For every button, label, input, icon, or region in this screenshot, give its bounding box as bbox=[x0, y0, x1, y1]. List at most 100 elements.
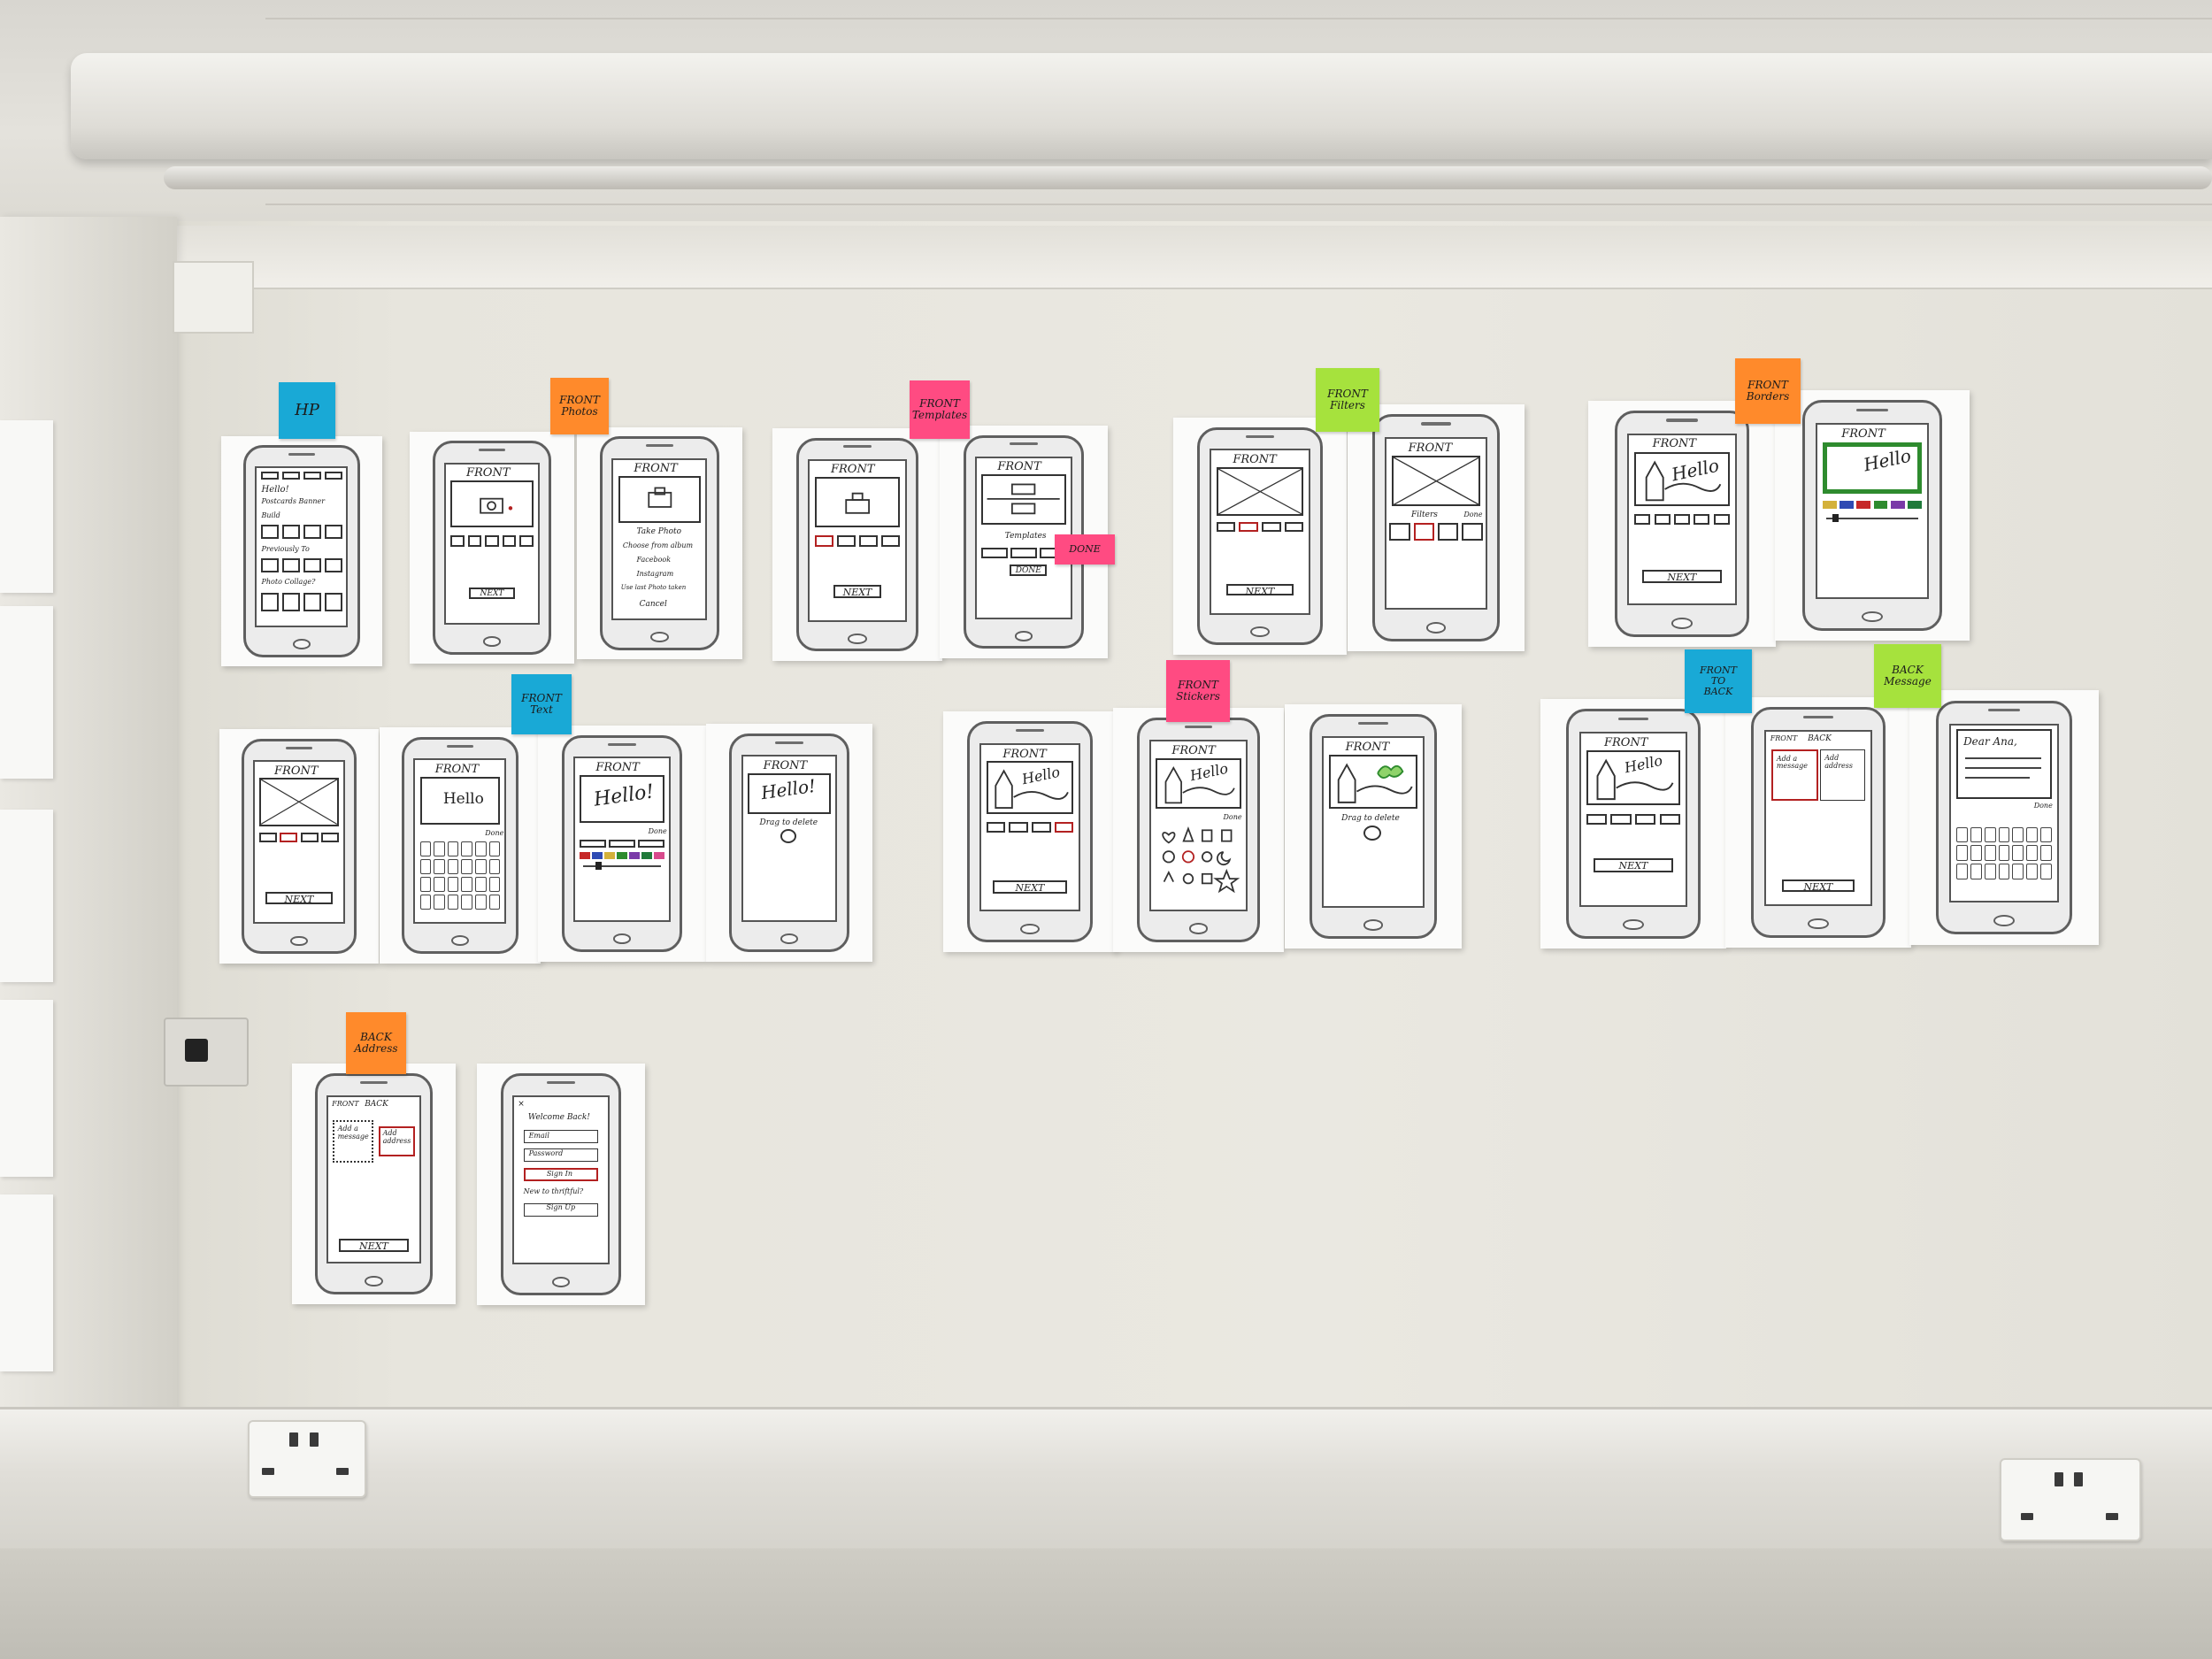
phone-screen: FRONT NEXT bbox=[253, 759, 345, 925]
floor bbox=[0, 1548, 2212, 1659]
phone-screen: FRONT Hello! Done bbox=[573, 757, 671, 923]
screen-title: FRONT bbox=[1171, 744, 1216, 758]
phone-screen: FRONT Hello NEXT bbox=[1627, 433, 1737, 606]
next-button: NEXT bbox=[1225, 583, 1294, 597]
phone-outline: FRONT NEXT bbox=[1197, 426, 1323, 646]
cropped-paper bbox=[0, 810, 53, 982]
image-placeholder bbox=[1391, 455, 1481, 507]
skirting-trunking bbox=[0, 1407, 2212, 1551]
screen-title: FRONT bbox=[831, 463, 875, 477]
done-label: Done bbox=[1463, 511, 1483, 519]
text-box: Hello bbox=[419, 776, 501, 826]
sticky-note-front-stickers: FRONT Stickers bbox=[1166, 660, 1230, 722]
done-label: Done bbox=[485, 828, 504, 837]
hp-hello: Hello! bbox=[261, 484, 289, 495]
sticky-note-front-templates: FRONT Templates bbox=[910, 380, 970, 439]
screen-title: FRONT bbox=[466, 466, 511, 480]
sticky-note-front-text: FRONT Text bbox=[511, 674, 572, 734]
power-socket bbox=[248, 1420, 366, 1498]
next-button: NEXT bbox=[1781, 879, 1855, 893]
phone-outline: FRONT Hello! Drag to delete bbox=[729, 733, 849, 953]
welcome-text: Welcome Back! bbox=[527, 1112, 590, 1122]
screen-title: FRONT bbox=[1345, 741, 1390, 755]
phone-screen: FRONT BACK Add a message Add address NEX… bbox=[1764, 730, 1872, 906]
menu-item: Use last Photo taken bbox=[620, 584, 687, 592]
done-label: Done bbox=[2033, 801, 2053, 810]
phone-screen: FRONT Hello Done bbox=[413, 758, 507, 925]
sticky-note-done: DONE bbox=[1055, 534, 1115, 565]
hp-previously: Previously To bbox=[261, 544, 310, 553]
projector-screen-rod bbox=[164, 166, 2212, 189]
front-tab: FRONT bbox=[1770, 734, 1798, 743]
wireframe-sheet-filters-2: FRONT Filters Done bbox=[1348, 404, 1525, 651]
phone-screen: Hello! Postcards Banner Build Previously… bbox=[255, 466, 349, 628]
wireframe-sheet-text-1: FRONT NEXT bbox=[219, 729, 379, 964]
trash-icon bbox=[1363, 825, 1381, 841]
hello-drawing: Hello bbox=[1861, 445, 1913, 476]
wireframe-sheet-photos-2: FRONT Take Photo Choose from album Faceb… bbox=[577, 427, 742, 659]
phone-screen: FRONT NEXT bbox=[1210, 449, 1310, 615]
wireframe-sheet-stickers-1: FRONT Hello NEXT bbox=[943, 711, 1117, 952]
screen-title: FRONT bbox=[997, 460, 1041, 474]
phone-outline: FRONT Hello NEXT bbox=[1566, 709, 1701, 939]
front-tab: FRONT bbox=[332, 1099, 359, 1108]
next-button: NEXT bbox=[339, 1239, 409, 1252]
keyboard bbox=[419, 841, 501, 910]
sticky-note-back-address: BACK Address bbox=[346, 1012, 406, 1074]
screen-title: FRONT bbox=[634, 462, 678, 476]
wireframe-sheet-front-to-back-1: FRONT Hello NEXT bbox=[1540, 699, 1726, 949]
done-label: Done bbox=[1223, 812, 1242, 821]
sticky-note-hp: HP bbox=[279, 382, 335, 439]
screen-title: FRONT bbox=[595, 760, 640, 774]
photo-drawing: Hello bbox=[1586, 750, 1681, 806]
next-button: NEXT bbox=[265, 891, 333, 905]
menu-item: Facebook bbox=[636, 555, 672, 564]
color-swatches bbox=[580, 852, 664, 859]
hp-banner: Postcards Banner bbox=[261, 497, 326, 506]
drag-delete-label: Drag to delete bbox=[759, 818, 818, 827]
phone-screen: FRONT Filters Done bbox=[1385, 436, 1487, 611]
phone-screen: FRONT Hello! Drag to delete bbox=[741, 755, 838, 922]
screen-title: FRONT bbox=[434, 762, 480, 776]
next-button: NEXT bbox=[833, 585, 881, 598]
screen-title: FRONT bbox=[1652, 437, 1697, 451]
sticker-grid bbox=[1156, 826, 1241, 896]
menu-item: Instagram bbox=[636, 570, 674, 579]
slider-thumb bbox=[1832, 514, 1839, 523]
sticky-note-front-photos: FRONT Photos bbox=[550, 378, 609, 434]
phone-outline: Hello! Postcards Banner Build Previously… bbox=[243, 445, 360, 657]
add-address-box: Add address bbox=[378, 1126, 415, 1156]
email-field: Email bbox=[523, 1130, 599, 1144]
menu-item: Choose from album bbox=[622, 541, 694, 549]
sign-up-button: Sign Up bbox=[523, 1202, 599, 1217]
wall-cornice bbox=[159, 226, 2212, 289]
ceiling-seam bbox=[265, 204, 2212, 205]
slider-thumb bbox=[595, 862, 603, 871]
filters-label: Filters bbox=[1411, 511, 1438, 520]
phone-screen: FRONT Hello NEXT bbox=[979, 742, 1080, 912]
image-placeholder bbox=[1216, 466, 1304, 516]
wireframe-sheet-borders-2: FRONT Hello bbox=[1775, 390, 1970, 641]
phone-outline: FRONT NEXT bbox=[242, 738, 357, 955]
phone-screen: FRONT BACK Add a message Add address NEX… bbox=[326, 1094, 421, 1264]
done-button: DONE bbox=[1010, 565, 1048, 576]
wireframe-sheet-back-message: Dear Ana, Done bbox=[1909, 690, 2099, 945]
menu-item: Cancel bbox=[639, 600, 667, 610]
close-icon: × bbox=[518, 1099, 525, 1109]
phone-screen: FRONT Hello Done bbox=[1148, 740, 1248, 911]
wall-switch bbox=[164, 1018, 249, 1087]
hello-text: Hello bbox=[442, 789, 484, 808]
hello-text: Hello! bbox=[592, 780, 656, 811]
add-message-box: Add a message bbox=[1770, 749, 1818, 801]
screen-title: FRONT bbox=[1002, 747, 1047, 761]
screen-title: FRONT bbox=[274, 764, 319, 778]
next-button: NEXT bbox=[1641, 570, 1723, 584]
phone-outline: FRONT Hello Done bbox=[402, 736, 518, 955]
next-button: NEXT bbox=[993, 879, 1067, 894]
wireframe-sheet-front-to-back-2: FRONT BACK Add a message Add address NEX… bbox=[1725, 697, 1911, 948]
projector-screen-rail bbox=[71, 53, 2212, 159]
cropped-paper bbox=[0, 420, 53, 593]
phone-screen: FRONT NEXT bbox=[808, 458, 907, 622]
phone-screen: FRONT Take Photo Choose from album Faceb… bbox=[611, 457, 708, 620]
cropped-paper bbox=[0, 606, 53, 779]
